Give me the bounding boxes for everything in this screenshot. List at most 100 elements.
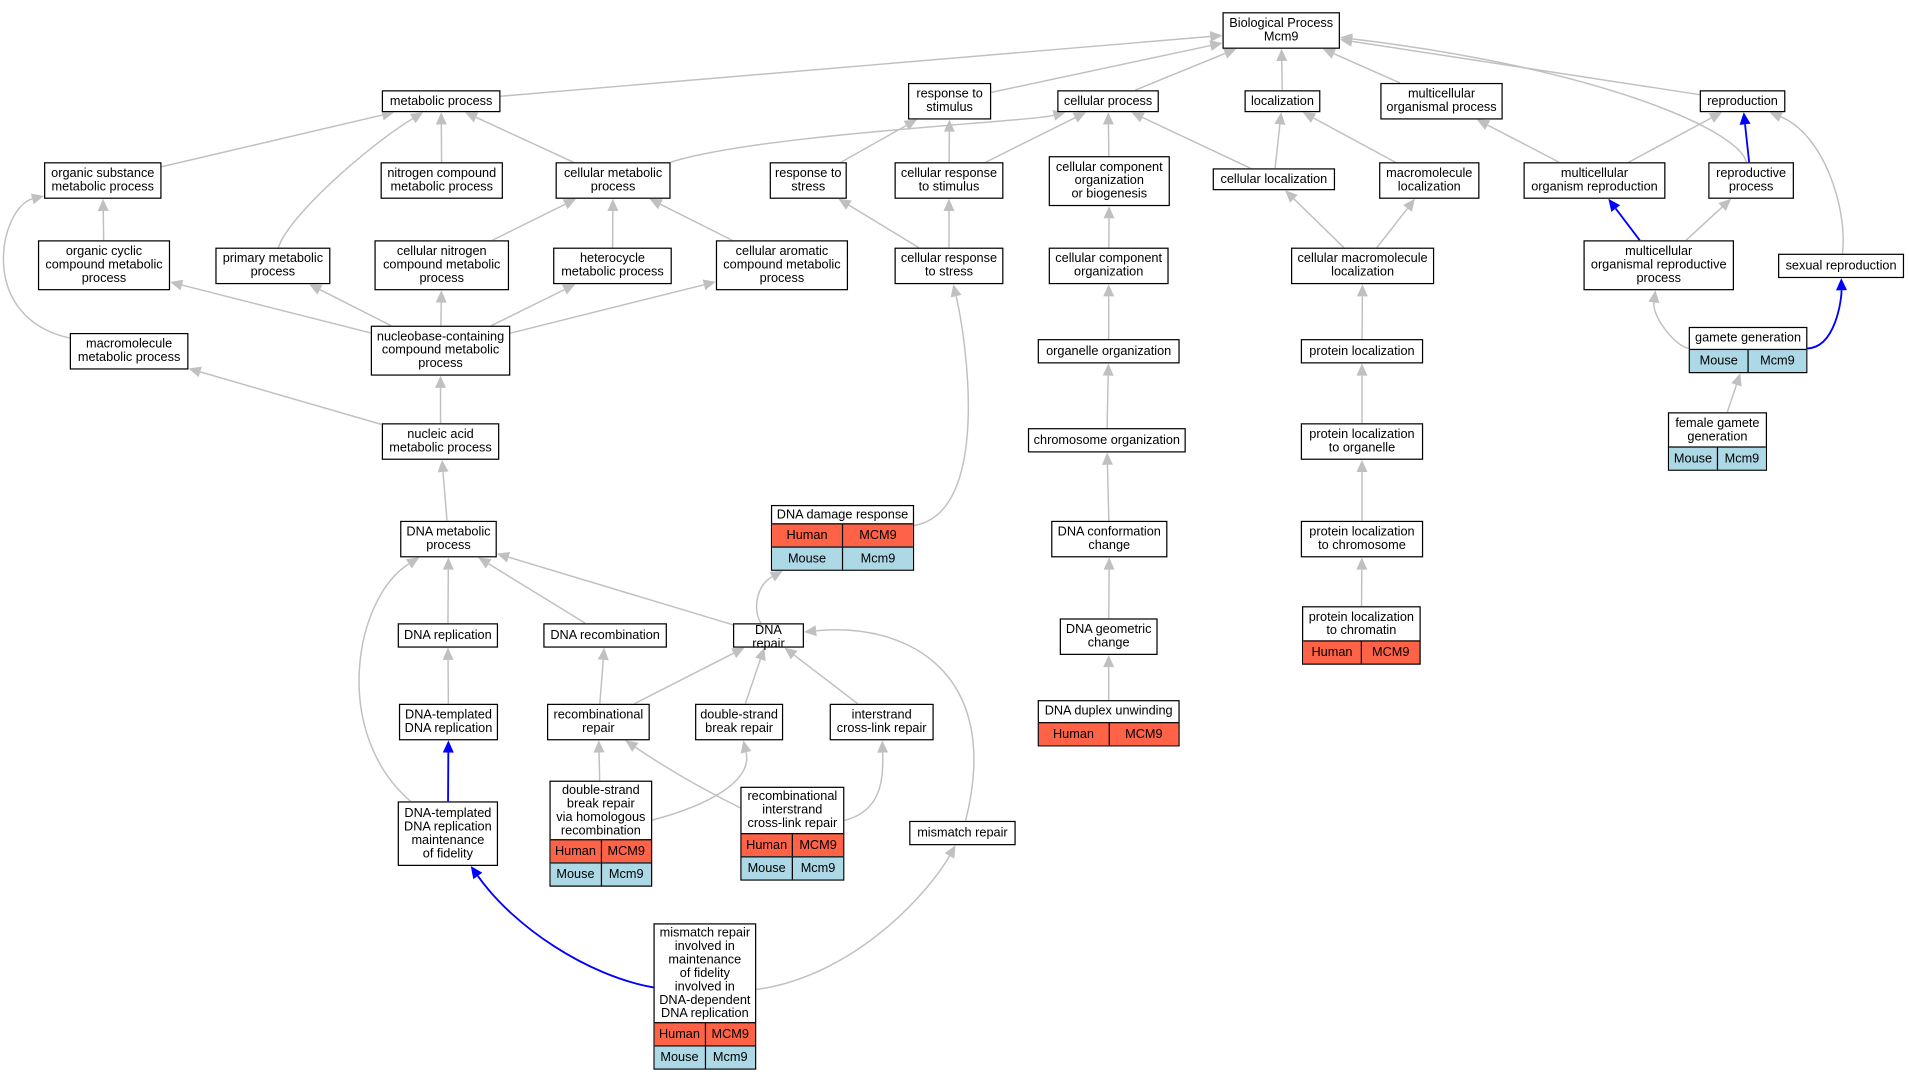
node-dna-recomb[interactable]: DNA recombination (543, 623, 667, 648)
edge-dna-unwind-to-dna-geom (1103, 654, 1115, 701)
edge-line (500, 35, 1211, 97)
node-nucleic[interactable]: nucleic acid metabolic process (381, 423, 500, 460)
edge-line (652, 752, 748, 821)
node-label: response to stress (775, 167, 842, 194)
gene-symbol-cell[interactable]: MCM9 (600, 840, 651, 863)
arrowhead-icon (1101, 452, 1113, 465)
node-cco[interactable]: cellular component organization (1048, 247, 1169, 285)
node-cellular[interactable]: cellular process (1057, 90, 1159, 113)
node-dna-templ[interactable]: DNA-templated DNA replication (398, 703, 499, 741)
node-dna-metab[interactable]: DNA metabolic process (400, 520, 497, 558)
node-ccob[interactable]: cellular component organization or bioge… (1048, 156, 1170, 207)
gene-symbol-cell[interactable]: Mcm9 (791, 857, 843, 880)
node-label: protein localization to chromosome (1309, 525, 1415, 553)
edge-multi-org-repro-to-reproduction (1628, 112, 1723, 163)
node-reproduction[interactable]: reproduction (1699, 90, 1786, 113)
edge-line (1333, 53, 1401, 84)
arrowhead-icon (803, 625, 817, 637)
node-resp-stress[interactable]: response to stress (769, 162, 847, 199)
node-dsb-repair[interactable]: double-strand break repair (695, 703, 784, 741)
node-organelle-org[interactable]: organelle organization (1037, 339, 1180, 364)
arrowhead-icon (1648, 290, 1660, 304)
edge-line (599, 659, 604, 704)
node-dna-repair[interactable]: DNA repair (732, 623, 804, 651)
node-org-subst[interactable]: organic substance metabolic process (44, 162, 162, 199)
node-cell-resp-stim[interactable]: cellular response to stimulus (894, 162, 1004, 199)
node-cell-aromatic[interactable]: cellular aromatic compound metabolic pro… (715, 240, 849, 291)
node-chrom-org[interactable]: chromosome organization (1027, 428, 1186, 453)
node-mmr-fid[interactable]: mismatch repair involved in maintenance … (653, 923, 757, 1070)
node-dsb-hr[interactable]: double-strand break repair via homologou… (549, 780, 653, 887)
edge-nucleic-to-macro-metab (188, 366, 382, 426)
node-cell-resp-stress[interactable]: cellular response to stress (894, 247, 1004, 285)
arrowhead-icon (1285, 190, 1298, 203)
arrowhead-icon (597, 647, 609, 661)
node-primary[interactable]: primary metabolic process (215, 247, 331, 285)
node-localization[interactable]: localization (1244, 90, 1321, 113)
node-sexual[interactable]: sexual reproduction (1778, 253, 1905, 279)
gene-symbol-cell[interactable]: MCM9 (704, 1023, 755, 1046)
node-prot-loc-organelle[interactable]: protein localization to organelle (1300, 423, 1424, 460)
edge-line (1614, 207, 1641, 241)
edge-heterocycle-to-cell-metab (607, 198, 619, 248)
node-label: response to stimulus (916, 87, 983, 115)
gene-symbol-cell[interactable]: Mcm9 (1747, 350, 1806, 373)
arrowhead-icon (593, 740, 605, 753)
gene-symbol-cell[interactable]: Mcm9 (704, 1046, 755, 1069)
node-label: cellular localization (1220, 172, 1328, 187)
node-macro-metab[interactable]: macromolecule metabolic process (69, 332, 189, 370)
node-nitrogen[interactable]: nitrogen compound metabolic process (380, 162, 503, 199)
node-label: DNA-templated DNA replication (404, 708, 493, 736)
edge-line (1142, 116, 1251, 169)
gene-symbol-cell[interactable]: MCM9 (1360, 641, 1420, 664)
gene-symbol-cell[interactable]: Mcm9 (841, 547, 913, 570)
node-dna-conf[interactable]: DNA conformation change (1051, 520, 1168, 558)
gene-symbol-cell[interactable]: MCM9 (841, 524, 913, 547)
node-recomb-repair[interactable]: recombinational repair (546, 703, 650, 741)
node-multi-org-repro[interactable]: multicellular organism reproduction (1523, 162, 1666, 199)
gene-symbol-cell[interactable]: Mcm9 (600, 863, 651, 886)
node-cell-macro-loc[interactable]: cellular macromolecule localization (1291, 247, 1435, 285)
node-prot-loc[interactable]: protein localization (1300, 339, 1424, 364)
node-heterocycle[interactable]: heterocycle metabolic process (553, 247, 672, 285)
node-mismatch[interactable]: mismatch repair (909, 820, 1016, 846)
edge-mismatch-to-dna-repair (803, 625, 975, 822)
node-cell-nitrogen[interactable]: cellular nitrogen compound metabolic pro… (374, 240, 510, 291)
node-recomb-icl[interactable]: recombinational interstrand cross-link r… (740, 786, 845, 881)
edge-recomb-icl-to-recomb-repair (625, 740, 741, 809)
node-resp-stim[interactable]: response to stimulus (907, 82, 992, 120)
node-label: DNA metabolic process (406, 525, 491, 553)
gene-symbol-cell[interactable]: MCM9 (1108, 723, 1178, 746)
organism-cell: Mouse (1673, 451, 1713, 466)
node-dna-templ-fid[interactable]: DNA-templated DNA replication maintenanc… (397, 801, 499, 866)
node-mo-repro-proc[interactable]: multicellular organismal reproductive pr… (1583, 240, 1734, 291)
node-repro-proc[interactable]: reproductive process (1708, 162, 1794, 199)
node-cell-loc[interactable]: cellular localization (1212, 168, 1336, 191)
node-org-cyclic[interactable]: organic cyclic compound metabolic proces… (37, 240, 171, 291)
edge-cell-nitrogen-to-cell-metab (491, 198, 577, 241)
edge-dna-conf-to-chrom-org (1101, 452, 1113, 521)
gene-symbol-cell[interactable]: Mcm9 (1716, 447, 1766, 470)
gene-symbol-cell[interactable]: MCM9 (791, 834, 843, 857)
node-dna-geom[interactable]: DNA geometric change (1059, 618, 1158, 655)
node-nucleobase[interactable]: nucleobase-containing compound metabolic… (370, 325, 511, 376)
node-multi-org[interactable]: multicellular organismal process (1380, 82, 1503, 120)
node-macro-loc[interactable]: macromolecule localization (1379, 162, 1480, 199)
node-dna-rep[interactable]: DNA replication (397, 623, 499, 648)
node-bp[interactable]: Biological Process Mcm9 (1222, 12, 1340, 49)
node-prot-loc-chrom[interactable]: protein localization to chromosome (1300, 520, 1424, 558)
node-metabolic[interactable]: metabolic process (381, 90, 501, 113)
node-icl-repair[interactable]: interstrand cross-link repair (829, 703, 934, 741)
edge-line (848, 204, 920, 249)
node-label: protein localization to organelle (1309, 428, 1415, 455)
organism-cell: Human (746, 838, 788, 852)
node-cell-metab[interactable]: cellular metabolic process (555, 162, 671, 199)
